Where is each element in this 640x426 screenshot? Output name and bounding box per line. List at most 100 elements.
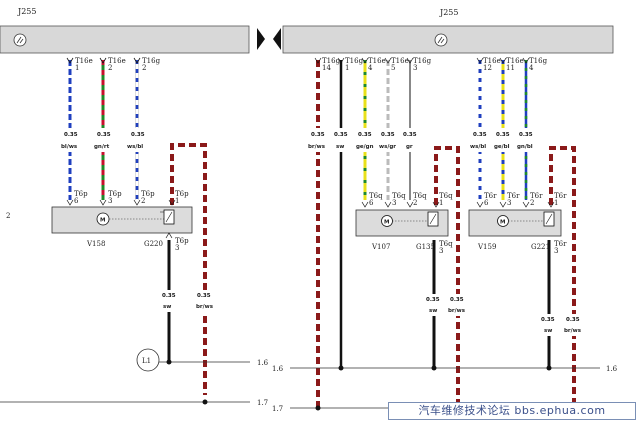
wire-color-label: ws/gr	[379, 144, 396, 150]
wire-color-label: gn/rt	[94, 144, 110, 150]
wire-color-label: bl/ws	[61, 144, 78, 150]
pin-label: 3	[108, 197, 112, 205]
svg-text:T16g: T16g	[142, 57, 161, 65]
wire-size-label: 0.35	[473, 132, 487, 138]
svg-text:2: 2	[142, 64, 146, 72]
pin-label: T6p	[74, 190, 88, 198]
pin-label: 6	[369, 199, 374, 207]
wire-color-label: gn/bl	[517, 144, 533, 150]
pin-label: T6r	[507, 192, 520, 200]
svg-text:4: 4	[529, 64, 534, 72]
row-label-l7: 1.7	[257, 399, 268, 407]
svg-text:1: 1	[345, 64, 349, 72]
svg-text:M: M	[500, 220, 505, 226]
svg-text:12: 12	[483, 64, 492, 72]
left-ground-icon	[13, 33, 27, 47]
svg-text:T16e: T16e	[75, 57, 93, 65]
motor-icon: M	[497, 215, 509, 227]
row-label-side: 2	[6, 212, 10, 220]
arrow-left-icon	[273, 28, 281, 50]
pin-label: T6q	[413, 192, 427, 200]
row-label-r6-end: 1.6	[606, 365, 618, 373]
svg-text:L1: L1	[142, 357, 151, 365]
wire-size-label: 0.35	[541, 317, 555, 323]
wire-size-label: 0.35	[162, 293, 176, 299]
row-label-r7: 1.7	[272, 405, 283, 413]
pin-label: T6p	[175, 237, 189, 245]
ground-point-l1: L1	[136, 348, 160, 372]
wire-size-label: 0.35	[496, 132, 510, 138]
pin-label: 3	[392, 199, 396, 207]
svg-text:T16g: T16g	[345, 57, 364, 65]
pin-label: T6p	[141, 190, 155, 198]
wire-br-ws-loop	[170, 143, 207, 395]
wire-size-label: 0.35	[97, 132, 111, 138]
pin-label: 1	[439, 199, 443, 207]
wire-br-ws-loop	[434, 146, 460, 410]
pin-label: T6p	[175, 190, 189, 198]
svg-text:5: 5	[391, 64, 395, 72]
connector-t16e-1: T16e 1	[66, 57, 93, 72]
component-label-v158: V158	[86, 240, 105, 248]
pin-label: 6	[484, 199, 489, 207]
pin-label: 3	[507, 199, 511, 207]
svg-text:T16e: T16e	[506, 57, 524, 65]
pin-label: 1	[554, 199, 558, 207]
wire-color-label: br/ws	[448, 308, 466, 314]
component-label-v107: V107	[371, 243, 390, 251]
pin-label: 2	[141, 197, 145, 205]
row-label-l6: 1.6	[257, 359, 269, 367]
right-ground-icon	[434, 33, 448, 47]
wire-br-ws-loop	[549, 146, 576, 410]
pin-label: T6r	[554, 240, 567, 248]
wire-size-label: 0.35	[197, 293, 211, 299]
wire-size-label: 0.35	[64, 132, 78, 138]
wire-size-label: 0.35	[519, 132, 533, 138]
pin-label: 3	[175, 244, 179, 252]
wire-size-label: 0.35	[311, 132, 325, 138]
connector-right: T16g 14 T16g 1 T16e 4 T16e 5 T16g 3 T16e…	[314, 57, 548, 72]
pin-label: T6r	[484, 192, 497, 200]
connector-t16g-2: T16g 2	[133, 57, 161, 72]
pin-label: T6q	[369, 192, 383, 200]
svg-text:T16e: T16e	[368, 57, 386, 65]
pin-label: 1	[175, 197, 179, 205]
svg-text:4: 4	[368, 64, 373, 72]
wire-color-label: ge/gn	[356, 144, 374, 150]
wire-size-label: 0.35	[403, 132, 417, 138]
wire-size-label: 0.35	[566, 317, 580, 323]
svg-text:T16e: T16e	[483, 57, 501, 65]
wire-size-label: 0.35	[450, 297, 464, 303]
pin-label: 2	[413, 199, 417, 207]
component-label-g135: G135	[416, 243, 435, 251]
svg-text:2: 2	[108, 64, 112, 72]
wire-color-label: sw	[544, 328, 552, 334]
row-label-r6: 1.6	[272, 365, 284, 373]
motor-icon: M	[381, 215, 393, 227]
svg-text:14: 14	[322, 64, 331, 72]
left-control-unit-bar	[0, 25, 250, 54]
pin-label: 2	[530, 199, 534, 207]
pin-label: T6p	[108, 190, 122, 198]
motor-icon: M	[96, 212, 110, 226]
pin-label: T6q	[439, 240, 453, 248]
component-label-g220: G220	[144, 240, 163, 248]
wire-color-label: ge/bl	[494, 144, 510, 150]
svg-text:T16g: T16g	[413, 57, 432, 65]
right-unit-label: J255	[439, 8, 458, 17]
pin-label: T6q	[392, 192, 406, 200]
svg-text:T16e: T16e	[391, 57, 409, 65]
svg-text:M: M	[384, 220, 389, 226]
right-control-unit-bar	[282, 25, 614, 54]
svg-text:T16g: T16g	[529, 57, 548, 65]
pin-label: T6r	[554, 192, 567, 200]
svg-text:3: 3	[413, 64, 417, 72]
pin-label: 6	[74, 197, 79, 205]
svg-text:M: M	[100, 218, 105, 224]
wire-color-label: gr	[406, 144, 413, 150]
arrow-right-icon	[257, 28, 265, 50]
wire-size-label: 0.35	[358, 132, 372, 138]
svg-text:T16e: T16e	[108, 57, 126, 65]
wire-color-label: br/ws	[308, 144, 326, 150]
